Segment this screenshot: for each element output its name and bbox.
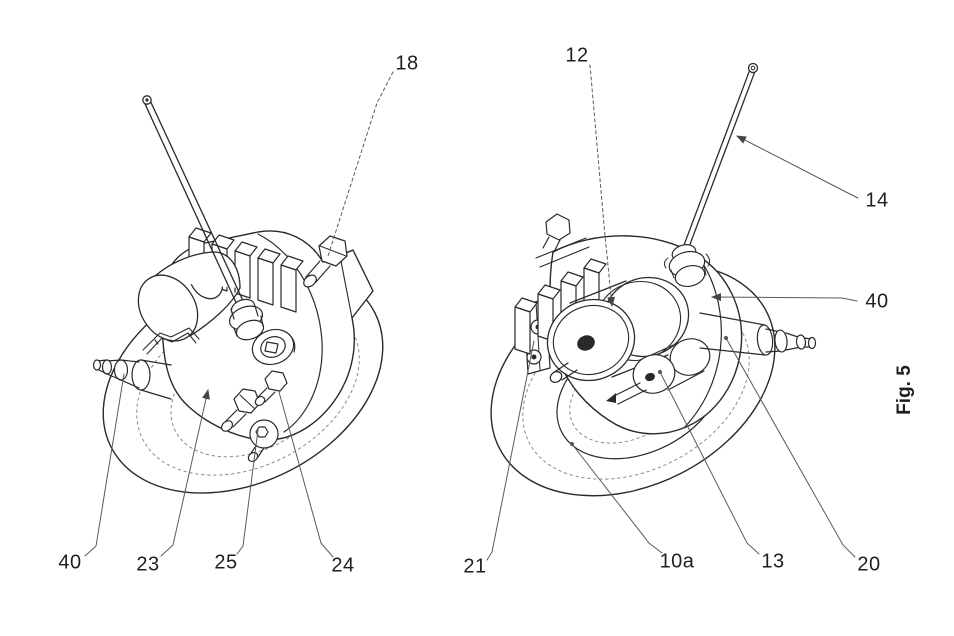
right-drum-motor: [546, 276, 690, 383]
leader-12: [589, 64, 616, 307]
leader-lines: [84, 64, 859, 561]
leader-10a: [569, 441, 663, 554]
ref-label-21: 21: [463, 555, 487, 578]
leader-40-right: [711, 293, 858, 302]
ref-label-40-right: 40: [865, 290, 889, 313]
left-socket-cylinder: [251, 328, 296, 366]
ref-label-24: 24: [331, 554, 355, 577]
ref-label-40-left: 40: [58, 551, 82, 574]
left-top-bolt-18: [303, 235, 348, 288]
leader-21: [486, 340, 535, 561]
leader-23: [160, 389, 210, 557]
leader-20: [723, 335, 856, 558]
right-antenna-collar: [663, 244, 711, 288]
ref-label-25: 25: [214, 551, 238, 574]
left-assembly: [92, 95, 384, 494]
leader-24: [278, 391, 334, 558]
leader-14: [736, 135, 859, 199]
ref-label-12: 12: [565, 44, 589, 67]
right-pipe-fitting: [699, 312, 817, 356]
ref-label-18: 18: [395, 52, 419, 75]
left-antenna-rod: [142, 95, 246, 310]
left-canister: [137, 251, 241, 342]
ref-label-13: 13: [761, 550, 785, 573]
ref-label-10a: 10a: [659, 550, 695, 573]
figure-caption: Fig. 5: [894, 365, 915, 415]
right-top-bolt: [535, 213, 590, 268]
ref-label-20: 20: [857, 553, 881, 576]
leader-13: [657, 369, 760, 555]
left-antenna-collar: [228, 298, 265, 341]
left-bracket-clip: [142, 327, 200, 355]
leader-25: [236, 429, 259, 555]
ref-label-14: 14: [865, 189, 889, 212]
right-antenna-rod: [681, 62, 759, 252]
left-bottom-fasteners: [220, 370, 288, 463]
right-assembly: [490, 62, 817, 497]
leader-18: [327, 71, 394, 257]
ref-label-23: 23: [136, 553, 160, 576]
leader-40-left: [84, 373, 125, 557]
